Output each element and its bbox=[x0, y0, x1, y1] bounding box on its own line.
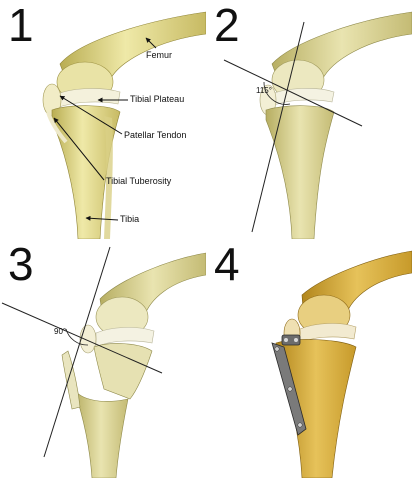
tibia-proximal-segment bbox=[94, 344, 152, 399]
plate-screw bbox=[298, 423, 302, 427]
tibia-bone bbox=[266, 106, 334, 239]
tibial-tuberosity-fragment bbox=[62, 351, 80, 409]
plate-screw bbox=[288, 387, 292, 391]
label-femur: Femur bbox=[146, 50, 172, 60]
panel-3-osteotomy: 3 90° bbox=[0, 239, 206, 478]
angle-label: 115° bbox=[256, 86, 272, 95]
tibia-bone bbox=[276, 340, 356, 478]
panel-2-angle-measure: 2 115° bbox=[206, 0, 412, 239]
label-tibia: Tibia bbox=[120, 214, 139, 224]
label-patellar-tendon: Patellar Tendon bbox=[124, 130, 186, 140]
cage-screw bbox=[294, 338, 298, 342]
tibia-distal-segment bbox=[74, 389, 128, 478]
panel-1-anatomy: 1 Femur Tibial Plateau Patellar Tendon T… bbox=[0, 0, 206, 239]
panel-number: 1 bbox=[8, 2, 34, 48]
angle-label: 90° bbox=[54, 327, 66, 336]
patella bbox=[80, 325, 96, 353]
tibial-plateau bbox=[272, 88, 334, 106]
label-tibial-tuberosity: Tibial Tuberosity bbox=[106, 176, 171, 186]
label-tibial-plateau: Tibial Plateau bbox=[130, 94, 184, 104]
panel-number: 2 bbox=[214, 2, 240, 48]
plate-screw bbox=[275, 347, 279, 351]
tibial-plateau bbox=[55, 88, 120, 108]
panel-4-implant: 4 bbox=[206, 239, 412, 478]
panel-number: 3 bbox=[8, 241, 34, 287]
cage-screw bbox=[284, 338, 288, 342]
panel-number: 4 bbox=[214, 241, 240, 287]
